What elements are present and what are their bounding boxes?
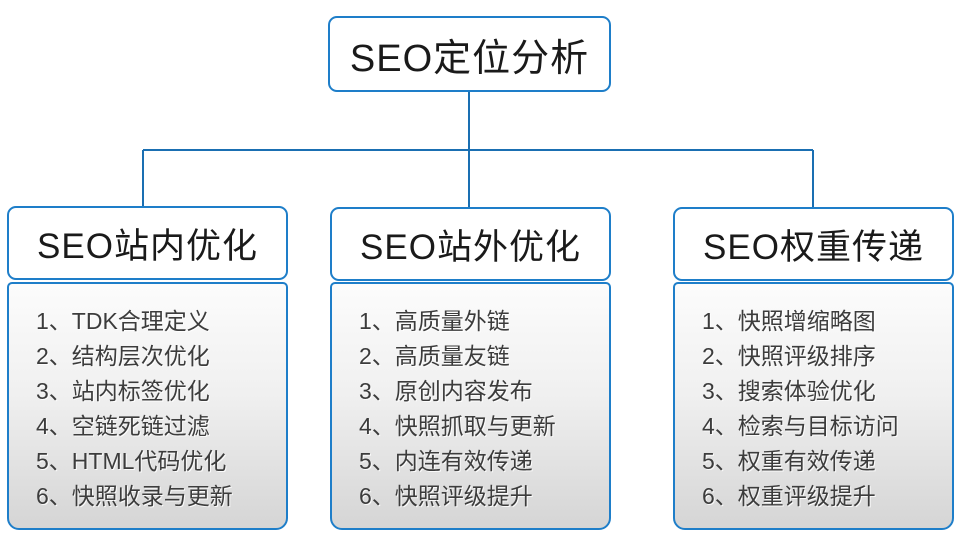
branch-title-weight: SEO权重传递: [673, 207, 954, 281]
list-item: 4、检索与目标访问: [702, 413, 899, 439]
root-node-label: SEO定位分析: [349, 37, 590, 80]
branch-title-onsite: SEO站内优化: [7, 206, 288, 280]
list-item: 3、原创内容发布: [359, 378, 533, 404]
list-item: 2、结构层次优化: [36, 343, 210, 369]
list-item: 1、高质量外链: [359, 308, 510, 334]
list-item: 4、快照抓取与更新: [359, 413, 556, 439]
list-item: 1、快照增缩略图: [702, 308, 876, 334]
list-item: 2、快照评级排序: [702, 343, 876, 369]
branch-title-offsite: SEO站外优化: [330, 207, 611, 281]
branch-list-onsite: 1、TDK合理定义 2、结构层次优化 3、站内标签优化 4、空链死链过滤 5、H…: [7, 282, 288, 530]
branch-title-label: SEO站外优化: [360, 227, 581, 267]
list-item: 4、空链死链过滤: [36, 413, 210, 439]
list-item: 6、快照收录与更新: [36, 483, 233, 509]
list-item: 3、站内标签优化: [36, 378, 210, 404]
list-item: 2、高质量友链: [359, 343, 510, 369]
branch-title-label: SEO权重传递: [703, 227, 924, 267]
list-item: 5、权重有效传递: [702, 448, 876, 474]
list-item: 1、TDK合理定义: [36, 308, 210, 334]
branch-list-offsite: 1、高质量外链 2、高质量友链 3、原创内容发布 4、快照抓取与更新 5、内连有…: [330, 282, 611, 530]
branch-title-label: SEO站内优化: [37, 226, 258, 266]
list-item: 3、搜索体验优化: [702, 378, 876, 404]
root-node-seo-positioning: SEO定位分析: [328, 16, 611, 92]
list-item: 5、HTML代码优化: [36, 448, 227, 474]
branch-list-weight: 1、快照增缩略图 2、快照评级排序 3、搜索体验优化 4、检索与目标访问 5、权…: [673, 282, 954, 530]
list-item: 5、内连有效传递: [359, 448, 533, 474]
list-item: 6、快照评级提升: [359, 483, 533, 509]
list-item: 6、权重评级提升: [702, 483, 876, 509]
